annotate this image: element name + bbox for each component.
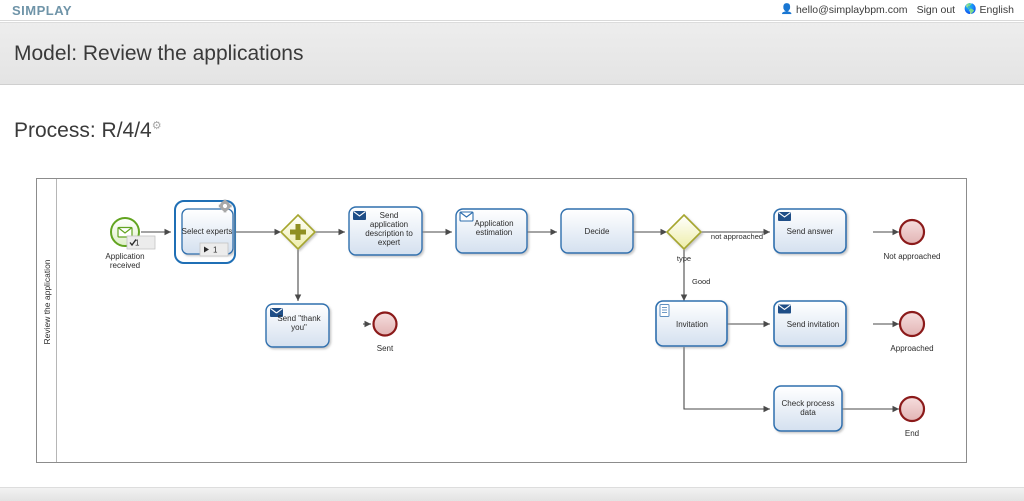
language-label[interactable]: English	[979, 4, 1014, 16]
task-send-application-description[interactable]: Send application description to expert	[348, 206, 423, 256]
brand-logo[interactable]: SIMPLAY	[12, 3, 73, 18]
task-thankyou-line1: Send "thank	[277, 314, 321, 323]
gear-icon	[218, 199, 232, 213]
flow-label-good: Good	[692, 277, 710, 286]
gear-icon[interactable]: ⚙	[151, 120, 162, 132]
envelope-filled-icon	[270, 308, 283, 317]
process-title-text: Process: R/4/4	[14, 119, 152, 142]
user-icon: 👤	[780, 4, 793, 15]
footer-strip	[0, 487, 1024, 501]
model-title: Model: Review the applications	[14, 42, 304, 65]
task-send-desc-line1: Send	[380, 211, 399, 220]
bpmn-diagram-container[interactable]: Review the application	[36, 178, 967, 463]
globe-icon: 🌎	[964, 4, 977, 15]
end-event-approached[interactable]: Approached	[890, 310, 934, 353]
task-invitation-label: Invitation	[676, 320, 708, 329]
bpmn-canvas[interactable]: 1 Application received Select experts	[37, 179, 968, 464]
end-event-not-approached-label: Not approached	[884, 252, 941, 261]
task-thankyou-line2: you"	[291, 323, 307, 332]
end-event-sent[interactable]: Sent	[372, 311, 398, 354]
envelope-icon	[117, 226, 133, 238]
task-send-desc-line2: application	[370, 220, 408, 229]
task-send-answer-label: Send answer	[787, 227, 834, 236]
start-event-application-received[interactable]: 1 Application received	[105, 217, 156, 270]
start-badge-count: 1	[135, 239, 140, 248]
end-event-approached-label: Approached	[890, 344, 933, 353]
flow-invitation-to-checkdata	[683, 347, 770, 413]
sequence-flows	[141, 228, 899, 413]
task-decide[interactable]: Decide	[560, 208, 634, 254]
task-send-desc-line3: description to	[365, 229, 413, 238]
task-send-desc-line4: expert	[378, 238, 401, 247]
envelope-filled-icon	[353, 211, 366, 220]
start-event-badge: 1	[126, 235, 156, 250]
model-banner: Model: Review the applications	[0, 22, 1024, 85]
flow-label-not-approached: not approached	[711, 232, 763, 241]
task-check-process-data[interactable]: Check process data	[773, 385, 843, 432]
script-icon	[659, 304, 670, 317]
task-decide-label: Decide	[585, 227, 610, 236]
sign-out-link[interactable]: Sign out	[916, 4, 956, 16]
task-send-invitation[interactable]: Send invitation	[773, 300, 847, 347]
task-estimation-line1: Application	[474, 219, 513, 228]
task-check-data-line1: Check process	[782, 399, 835, 408]
task-check-data-line2: data	[800, 408, 816, 417]
end-event-end-label: End	[905, 429, 919, 438]
task-invitation[interactable]: Invitation	[655, 300, 728, 347]
plus-icon	[290, 224, 306, 240]
parallel-gateway[interactable]	[279, 213, 317, 251]
task-send-answer[interactable]: Send answer	[773, 208, 847, 254]
task-estimation-line2: estimation	[476, 228, 512, 237]
user-account[interactable]: 👤 hello@simplaybpm.com	[780, 4, 907, 16]
task-send-thank-you[interactable]: Send "thank you"	[265, 303, 330, 348]
end-event-not-approached[interactable]: Not approached	[884, 218, 941, 261]
end-event-end[interactable]: End	[898, 395, 926, 438]
task-application-estimation[interactable]: Application estimation	[455, 208, 528, 254]
top-bar: SIMPLAY 👤 hello@simplaybpm.com Sign out …	[0, 0, 1024, 21]
start-event-label-line2: received	[110, 261, 140, 270]
envelope-outline-icon	[459, 211, 474, 222]
top-right-menu: 👤 hello@simplaybpm.com Sign out 🌎 Englis…	[780, 4, 1014, 16]
envelope-filled-icon	[778, 304, 791, 314]
end-event-sent-label: Sent	[377, 344, 394, 353]
language-selector[interactable]: 🌎 English	[964, 4, 1014, 16]
select-experts-badge: 1	[199, 242, 229, 257]
start-event-label-line1: Application	[105, 252, 144, 261]
exclusive-gateway-type[interactable]: type not approached Good	[665, 213, 763, 286]
user-email[interactable]: hello@simplaybpm.com	[795, 4, 908, 16]
task-select-experts[interactable]: Select experts 1	[174, 199, 236, 264]
gateway-type-label: type	[677, 254, 691, 263]
task-select-experts-label: Select experts	[182, 227, 233, 236]
page-title: Process: R/4/4⚙	[14, 119, 162, 143]
task-send-invitation-label: Send invitation	[787, 320, 839, 329]
envelope-filled-icon	[778, 212, 791, 221]
select-experts-badge-count: 1	[213, 246, 218, 255]
lane-header: Review the application	[37, 179, 57, 462]
